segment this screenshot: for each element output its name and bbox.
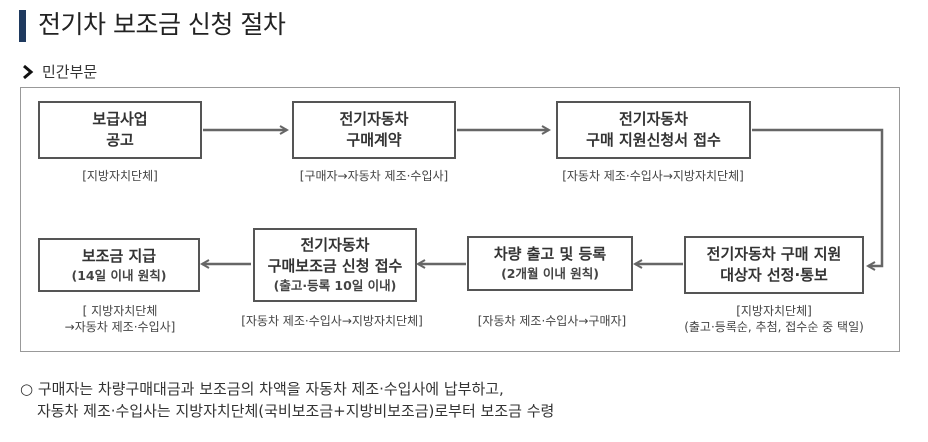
- step-selection-notice: 전기자동차 구매 지원 대상자 선정·통보: [684, 236, 864, 294]
- step-line: 전기자동차: [339, 110, 409, 128]
- chevron-right-icon: [23, 64, 34, 80]
- step-line: 보조금 지급: [81, 246, 157, 265]
- step-line: 전기자동차 구매 지원: [706, 245, 842, 263]
- step-line: 전기자동차: [618, 110, 688, 128]
- footnote: ○ 구매자는 차량구매대금과 보조금의 차액을 자동차 제조·수입사에 납부하고…: [20, 378, 554, 422]
- step-caption: [ 지방자치단체 →자동차 제조·수입사]: [65, 303, 176, 335]
- step-line: 전기자동차: [300, 236, 370, 254]
- step-subsidy-application: 전기자동차 구매보조금 신청 접수 (출고·등록 10일 이내): [253, 228, 417, 302]
- section-subtitle: 민간부문: [42, 63, 98, 81]
- caption-line: [구매자→자동차 제조·수입사]: [299, 169, 449, 183]
- step-line: 구매계약: [346, 131, 402, 149]
- caption-line: [자동차 제조·수입사→지방자치단체]: [241, 314, 423, 328]
- step-note: (14일 이내 원칙): [71, 267, 167, 283]
- title-accent-bar: [19, 10, 26, 42]
- footnote-line-1: 구매자는 차량구매대금과 보조금의 차액을 자동차 제조·수입사에 납부하고,: [37, 380, 504, 398]
- caption-line: [자동차 제조·수입사→지방자치단체]: [562, 169, 744, 183]
- step-caption: [지방자치단체] (출고·등록순, 추첨, 접수순 중 택일): [684, 303, 864, 335]
- step-caption: [지방자치단체]: [82, 168, 158, 184]
- step-caption: [자동차 제조·수입사→구매자]: [478, 313, 627, 329]
- page-title: 전기차 보조금 신청 절차: [38, 10, 286, 39]
- caption-line: [ 지방자치단체: [82, 304, 158, 318]
- footnote-line-2: 자동차 제조·수입사는 지방자치단체(국비보조금+지방비보조금)로부터 보조금 …: [37, 402, 555, 420]
- step-application-receipt: 전기자동차 구매 지원신청서 접수: [556, 101, 751, 159]
- step-note: (출고·등록 10일 이내): [273, 278, 397, 293]
- step-line: 대상자 선정·통보: [720, 266, 828, 284]
- step-announcement: 보급사업 공고: [38, 101, 202, 159]
- step-line: 차량 출고 및 등록: [493, 245, 607, 263]
- step-subsidy-payment: 보조금 지급 (14일 이내 원칙): [38, 238, 200, 292]
- caption-line: [지방자치단체]: [736, 304, 812, 318]
- caption-line: (출고·등록순, 추첨, 접수순 중 택일): [684, 320, 864, 334]
- step-note: (2개월 이내 원칙): [501, 266, 599, 281]
- arrow-3-4: [752, 128, 884, 266]
- step-delivery-registration: 차량 출고 및 등록 (2개월 이내 원칙): [467, 236, 633, 291]
- bullet-circle: ○: [20, 380, 34, 398]
- step-line: 보급사업: [92, 110, 148, 128]
- step-line: 구매보조금 신청 접수: [267, 257, 403, 275]
- step-purchase-contract: 전기자동차 구매계약: [292, 101, 456, 159]
- caption-line: →자동차 제조·수입사]: [64, 320, 176, 334]
- caption-line: [자동차 제조·수입사→구매자]: [477, 314, 627, 328]
- step-caption: [구매자→자동차 제조·수입사]: [300, 168, 449, 184]
- step-line: 공고: [106, 131, 134, 149]
- step-caption: [자동차 제조·수입사→지방자치단체]: [241, 313, 423, 329]
- step-line: 구매 지원신청서 접수: [586, 131, 721, 149]
- step-caption: [자동차 제조·수입사→지방자치단체]: [562, 168, 744, 184]
- flow-frame: [20, 87, 900, 352]
- caption-line: [지방자치단체]: [82, 169, 158, 183]
